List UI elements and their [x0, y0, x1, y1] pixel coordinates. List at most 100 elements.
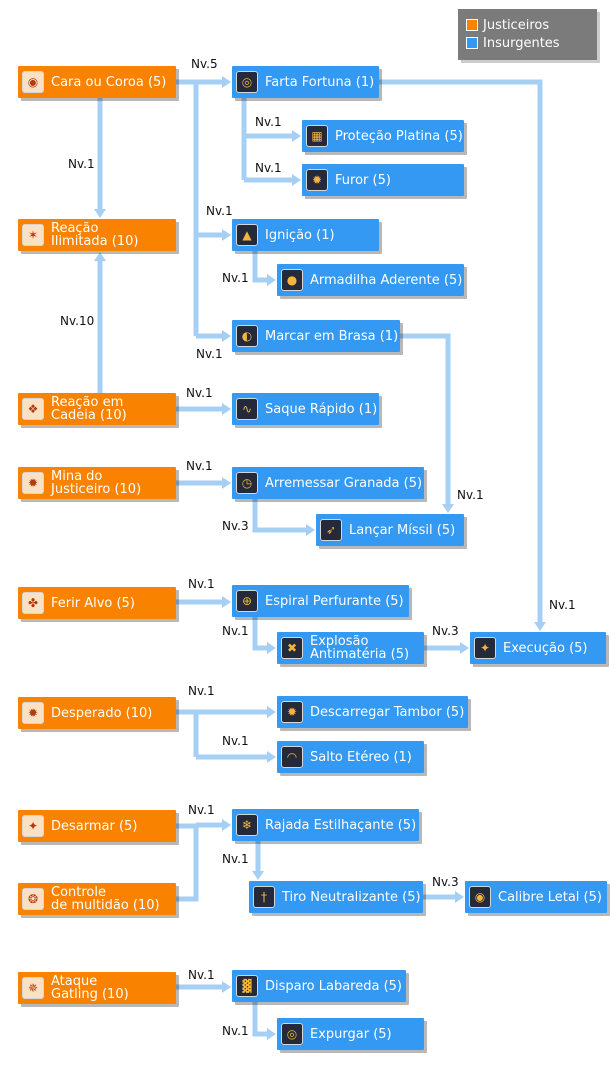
- skill-node-expurgar[interactable]: ◎Expurgar (5): [277, 1018, 424, 1050]
- skill-label: Disparo Labareda (5): [265, 980, 402, 993]
- connector-line: [176, 79, 199, 336]
- gatling-icon: ✵: [22, 977, 44, 999]
- skill-label-line: Controle: [51, 885, 106, 900]
- skill-node-espiral-perfurante[interactable]: ⊕ Espiral Perfurante (5): [232, 585, 409, 617]
- skill-label: Lançar Míssil (5): [349, 524, 460, 537]
- connector-arrowhead: [267, 1028, 276, 1040]
- piercing-spiral-icon: ⊕: [236, 590, 258, 612]
- level-requirement-label: Nv.1: [457, 488, 484, 502]
- quick-draw-icon: ∿: [236, 398, 258, 420]
- skill-node-ignicao[interactable]: ▲Ignição (1): [232, 219, 379, 251]
- level-requirement-label: Nv.1: [549, 598, 576, 612]
- fortune-icon: ◎: [236, 71, 258, 93]
- skill-label-line: Espiral Perfurante (5): [265, 593, 404, 609]
- legend-item-justiceiros: Justiceiros: [466, 16, 589, 34]
- skill-label: Farta Fortuna (1): [265, 76, 375, 89]
- disarm-icon: ✦: [22, 815, 44, 837]
- skill-label-line: Ilimitada (10): [51, 234, 139, 249]
- connector-arrowhead: [222, 596, 231, 608]
- skill-label: Tiro Neutralizante (5): [282, 889, 421, 905]
- skill-label-line: Execução (5): [503, 640, 588, 656]
- lethal-caliber-icon: ◉: [469, 886, 491, 908]
- connector-arrowhead: [267, 751, 276, 763]
- level-requirement-label: Nv.1: [222, 271, 249, 285]
- connector-arrowhead: [222, 229, 231, 241]
- connector-arrowhead: [222, 403, 231, 415]
- legend-swatch-blue: [466, 37, 478, 49]
- skill-node-furor[interactable]: ✹Furor (5): [302, 164, 464, 196]
- skill-node-disparo-labareda[interactable]: ▓Disparo Labareda (5): [232, 970, 406, 1002]
- connector-arrowhead: [94, 209, 106, 218]
- skill-label-line: Cara ou Coroa (5): [51, 74, 167, 90]
- skill-label-line: Disparo Labareda (5): [265, 978, 403, 994]
- skill-label-line: Saque Rápido (1): [265, 401, 378, 417]
- level-requirement-label: Nv.1: [186, 386, 213, 400]
- level-requirement-label: Nv.1: [188, 803, 215, 817]
- connector-arrowhead: [222, 981, 231, 993]
- level-requirement-label: Nv.1: [222, 734, 249, 748]
- skill-node-rajada-estilhacante[interactable]: ❄Rajada Estilhaçante (5): [232, 809, 419, 841]
- purge-icon: ◎: [281, 1023, 303, 1045]
- skill-label: Armadilha Aderente (5): [310, 274, 462, 287]
- skill-node-protecao-platina[interactable]: ▦Proteção Platina (5): [302, 120, 464, 152]
- skill-node-desarmar[interactable]: ✦ Desarmar (5): [18, 810, 176, 842]
- skill-label: Proteção Platina (5): [335, 130, 463, 143]
- drum-discharge-icon: ✹: [281, 701, 303, 723]
- grenade-timer-icon: ◷: [236, 472, 258, 494]
- skill-label-line: Tiro Neutralizante (5): [282, 889, 421, 905]
- skill-node-calibre-letal[interactable]: ◉Calibre Letal (5): [465, 881, 607, 913]
- skill-node-saque-rapido[interactable]: ∿ Saque Rápido (1): [232, 393, 379, 425]
- skill-node-tiro-neutralizante[interactable]: †Tiro Neutralizante (5): [249, 881, 423, 913]
- level-requirement-label: Nv.1: [222, 1024, 249, 1038]
- level-requirement-label: Nv.10: [60, 314, 95, 328]
- skill-node-armadilha-aderente[interactable]: ● Armadilha Aderente (5): [277, 264, 464, 296]
- connector-arrow: [252, 499, 307, 533]
- skill-label-line: Justiceiro (10): [51, 482, 142, 497]
- connector-arrowhead: [252, 871, 264, 880]
- skill-label-line: Salto Etéreo (1): [310, 749, 412, 765]
- fury-icon: ✹: [306, 169, 328, 191]
- level-requirement-label: Nv.1: [186, 459, 213, 473]
- unlimited-reaction-icon: ✶: [22, 224, 44, 246]
- skill-node-desperado[interactable]: ✹Desperado (10): [18, 697, 176, 729]
- skill-label: Cara ou Coroa (5): [51, 76, 172, 89]
- skill-label-line: Rajada Estilhaçante (5): [265, 817, 417, 833]
- connector-arrowhead: [94, 252, 106, 261]
- skill-label-line: Desarmar (5): [51, 818, 138, 834]
- connector-arrowhead: [222, 76, 231, 88]
- execution-star-icon: ✦: [474, 637, 496, 659]
- skill-node-cara-ou-coroa[interactable]: ◉Cara ou Coroa (5): [18, 66, 176, 98]
- skill-label: Descarregar Tambor (5): [310, 706, 464, 719]
- connector-arrowhead: [534, 622, 546, 631]
- skill-node-salto-etereo[interactable]: ◠Salto Etéreo (1): [277, 741, 424, 773]
- skill-node-arremessar-granada[interactable]: ◷ Arremessar Granada (5): [232, 467, 424, 499]
- skill-node-marcar-em-brasa[interactable]: ◐Marcar em Brasa (1): [232, 320, 400, 352]
- skill-label: Arremessar Granada (5): [265, 477, 422, 490]
- skill-node-descarregar-tambor[interactable]: ✹ Descarregar Tambor (5): [277, 696, 468, 728]
- missile-icon: ➶: [320, 519, 342, 541]
- connector-arrowhead: [292, 130, 301, 142]
- connector-arrowhead: [292, 174, 301, 186]
- skill-node-ferir-alvo[interactable]: ✤Ferir Alvo (5): [18, 587, 176, 619]
- level-requirement-label: Nv.1: [255, 115, 282, 129]
- skill-node-execucao[interactable]: ✦ Execução (5): [470, 632, 606, 664]
- level-requirement-label: Nv.1: [206, 204, 233, 218]
- connector-arrow: [400, 333, 451, 505]
- skill-node-farta-fortuna[interactable]: ◎ Farta Fortuna (1): [232, 66, 379, 98]
- skill-node-lancar-missil[interactable]: ➶ Lançar Míssil (5): [316, 514, 464, 546]
- legend-label: Justiceiros: [483, 17, 550, 33]
- skill-label-line: Descarregar Tambor (5): [310, 704, 465, 720]
- skill-label: Desperado (10): [51, 707, 172, 720]
- sticky-trap-icon: ●: [281, 269, 303, 291]
- connector-arrow: [252, 1002, 268, 1037]
